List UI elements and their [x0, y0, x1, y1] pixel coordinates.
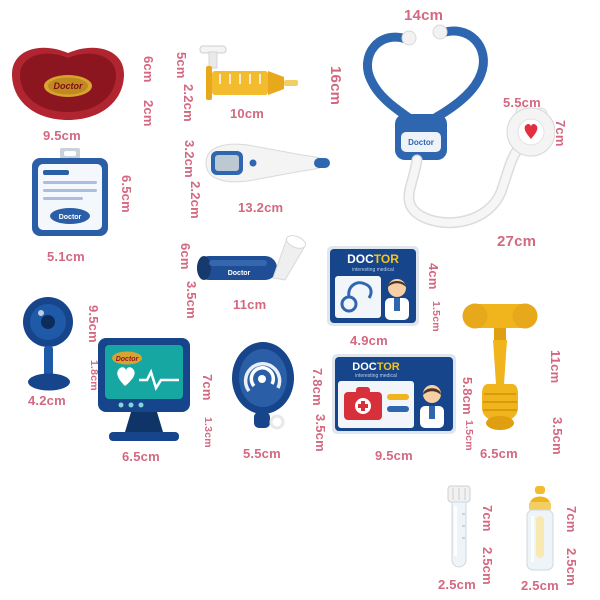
dim-card-small-thickness: 1.5cm — [430, 301, 442, 332]
dim-thermometer-length: 13.2cm — [238, 200, 284, 215]
dim-badge-height: 6.5cm — [119, 175, 134, 213]
dim-syringe-diameter: 2.2cm — [181, 84, 196, 122]
dim-syringe-plunger: 5cm — [174, 52, 189, 79]
heart-icon — [524, 123, 538, 139]
medicine-bottle-image — [522, 486, 558, 576]
reflex-hammer-image — [458, 296, 542, 432]
dim-ear-scope-height: 7.8cm — [310, 368, 325, 406]
badge-logo: Doctor — [59, 214, 82, 221]
head-mirror-image — [18, 294, 80, 392]
dim-hammer-height: 11cm — [548, 350, 563, 384]
thermometer-icon — [205, 143, 330, 183]
doctor-card-large-subtitle: interesting medical — [355, 373, 397, 379]
doctor-card-small-icon: DOCTOR interesting medical — [327, 246, 419, 326]
dim-dish-width: 9.5cm — [43, 128, 81, 143]
doctor-card-large-title: DOCTOR — [352, 361, 400, 373]
doctor-card-large-image: DOCTOR interesting medical — [332, 354, 456, 434]
doctor-card-small-subtitle: interesting medical — [352, 267, 394, 273]
dim-badge-width: 5.1cm — [47, 249, 85, 264]
name-badge-image: Doctor — [26, 148, 114, 240]
ear-scope-image — [228, 338, 300, 434]
doctor-card-small-image: DOCTOR interesting medical — [327, 246, 419, 326]
kidney-dish-icon: Doctor — [12, 47, 124, 121]
reflex-hammer-icon — [462, 303, 538, 430]
dim-monitor-base: 1.3cm — [202, 417, 214, 448]
dim-stethoscope-chest-width: 5.5cm — [503, 95, 541, 110]
dim-test-tube-diameter: 2.5cm — [438, 577, 476, 592]
dim-hammer-width: 6.5cm — [480, 446, 518, 461]
dim-monitor-width: 6.5cm — [122, 449, 160, 464]
dim-card-large-height: 5.8cm — [460, 377, 475, 415]
dim-card-large-thickness: 1.5cm — [463, 420, 475, 451]
otoscope-icon: Doctor — [197, 235, 306, 281]
monitor-image: Doctor — [95, 334, 193, 444]
dim-card-small-height: 4cm — [426, 263, 441, 290]
dim-otoscope-diameter: 3.5cm — [184, 281, 199, 319]
stethoscope-image: Doctor — [343, 18, 555, 233]
dim-thermometer-height: 3.2cm — [182, 140, 197, 178]
dim-monitor-height: 7cm — [200, 374, 215, 401]
test-tube-icon — [447, 485, 471, 568]
kidney-dish-logo: Doctor — [54, 81, 83, 91]
dim-otoscope-height: 6cm — [178, 243, 193, 270]
dim-mirror-width: 4.2cm — [28, 393, 66, 408]
monitor-logo: Doctor — [116, 356, 140, 363]
thermometer-image — [196, 138, 334, 188]
dim-dish-height: 6cm — [141, 56, 156, 83]
monitor-icon: Doctor — [98, 338, 190, 441]
doctor-card-large-icon: DOCTOR interesting medical — [332, 354, 456, 434]
dim-bottle-height: 7cm — [564, 506, 579, 533]
test-tube-image — [444, 484, 474, 576]
dim-bottle-cap: 2.5cm — [564, 548, 579, 586]
heart-icon — [117, 367, 135, 386]
name-badge-icon: Doctor — [32, 148, 108, 236]
dim-thermometer-tip: 2.2cm — [188, 181, 203, 219]
dim-stethoscope-head-height: 16cm — [327, 66, 344, 106]
dim-stethoscope-chest-height: 7cm — [553, 120, 568, 147]
ear-scope-icon — [232, 342, 294, 430]
dim-hammer-handle: 3.5cm — [550, 417, 565, 455]
kidney-dish-image: Doctor — [6, 36, 130, 124]
dim-stethoscope-length: 27cm — [497, 233, 537, 250]
dim-ear-scope-thickness: 3.5cm — [313, 414, 328, 452]
dim-otoscope-length: 11cm — [233, 297, 267, 312]
dim-ear-scope-width: 5.5cm — [243, 446, 281, 461]
otoscope-logo: Doctor — [228, 270, 251, 277]
dim-test-tube-height: 7cm — [480, 505, 495, 532]
stethoscope-icon: Doctor — [362, 24, 555, 229]
doctor-card-small-title: DOCTOR — [347, 252, 399, 266]
dim-syringe-length: 10cm — [230, 106, 265, 121]
syringe-image — [192, 44, 302, 102]
dim-stethoscope-head-width: 14cm — [404, 7, 444, 24]
dim-dish-depth: 2cm — [141, 100, 156, 127]
dim-mirror-height: 9.5cm — [86, 305, 101, 343]
medicine-bottle-icon — [526, 486, 554, 571]
head-mirror-icon — [23, 297, 73, 391]
stethoscope-logo: Doctor — [408, 138, 434, 147]
dim-card-small-width: 4.9cm — [350, 333, 388, 348]
dim-mirror-thickness: 1.8cm — [88, 360, 100, 391]
otoscope-image: Doctor — [193, 234, 309, 292]
dim-card-large-width: 9.5cm — [375, 448, 413, 463]
syringe-icon — [199, 45, 298, 100]
dim-bottle-diameter: 2.5cm — [521, 578, 559, 593]
dim-test-tube-cap: 2.5cm — [480, 547, 495, 585]
